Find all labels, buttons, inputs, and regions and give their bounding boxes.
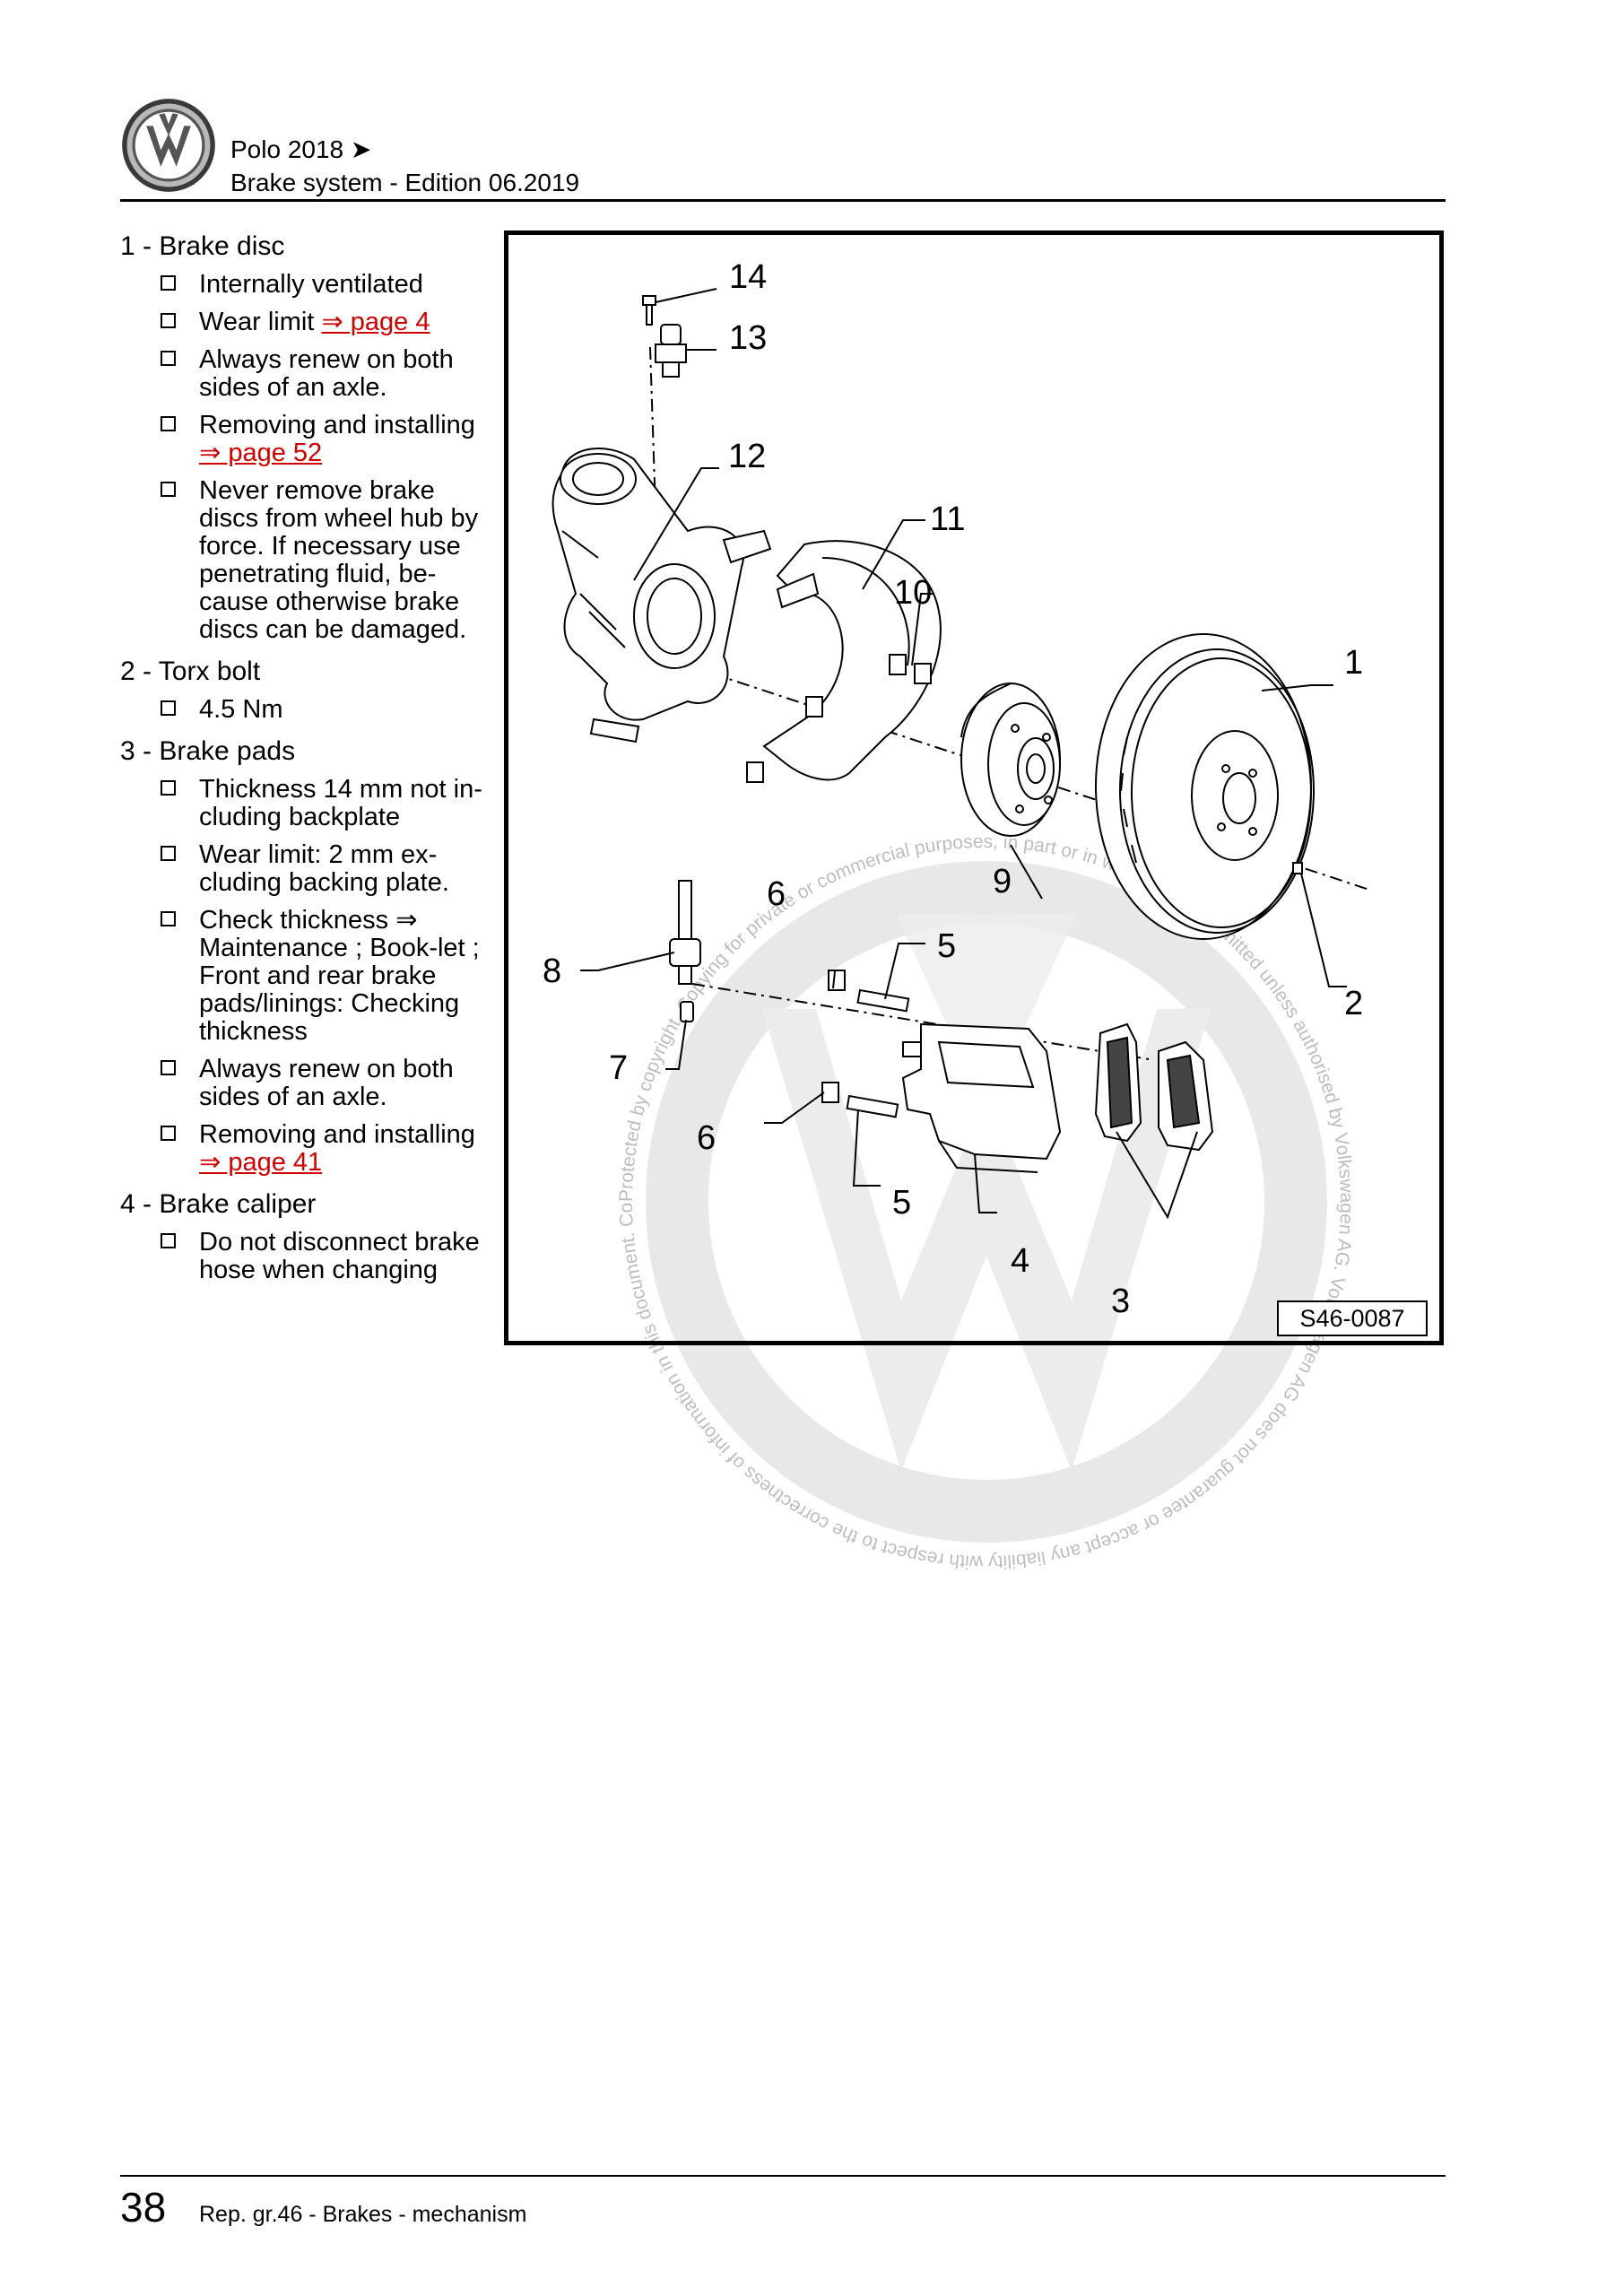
callout-5: 5 [937,927,957,965]
footer-rule [120,2175,1446,2177]
section-title: 1 - Brake disc [120,231,285,261]
checkbox-icon [161,1233,176,1248]
checkbox-icon [161,1060,176,1075]
exploded-view-figure: 14 13 12 11 10 1 9 6 5 8 7 6 5 4 3 2 [504,230,1444,1345]
callout-8: 8 [543,952,562,990]
list-item: Check thickness ⇒ Maintenance ; Book-let… [120,907,497,1046]
section-title: 3 - Brake pads [120,736,296,766]
callout-13: 13 [729,319,768,357]
page-number: 38 [120,2184,167,2231]
vw-logo [122,99,215,192]
list-item: Thickness 14 mm not in-cluding backplate [120,776,497,831]
callout-5b: 5 [892,1184,912,1222]
header-title: Polo 2018 ➤ [230,135,372,163]
checkbox-icon [161,482,176,497]
checkbox-icon [161,1126,176,1141]
callout-6b: 6 [697,1119,716,1157]
checkbox-icon [161,700,176,716]
section-title: 2 - Torx bolt [120,657,261,686]
checkbox-icon [161,846,176,861]
part-torx-bolt-2 [1292,862,1303,874]
checkbox-icon [161,780,176,796]
footer-chapter: Rep. gr.46 - Brakes - mechanism [199,2202,527,2227]
list-item: Internally ventilated [120,271,497,299]
page-link[interactable]: ⇒ page 52 [199,439,323,467]
exploded-view-drawing [551,288,1370,1220]
section-items: Do not disconnect brake hose when changi… [120,1229,497,1284]
part-wheel-hub-9 [960,683,1061,837]
part-brake-pads-3 [1094,1022,1214,1152]
checkbox-icon [161,911,176,926]
section-title: 4 - Brake caliper [120,1189,317,1219]
list-item: 4.5 Nm [120,696,497,724]
part-guide-pin-5 [846,988,910,1118]
checkbox-icon [161,416,176,431]
part-screw-14 [642,295,656,326]
section-items: Internally ventilated Wear limit ⇒ page … [120,271,497,644]
part-splash-plate-11 [762,540,942,781]
list-item: Removing and installing⇒ page 52 [120,412,497,467]
part-bleed-valve-8 [669,880,701,985]
figure-code: S46-0087 [1277,1300,1428,1336]
part-dust-cap-7 [680,1001,694,1022]
list-item: Removing and installing⇒ page 41 [120,1121,497,1177]
callout-3: 3 [1111,1283,1131,1320]
checkbox-icon [161,275,176,291]
header-rule [120,199,1446,202]
page-link[interactable]: ⇒ page 4 [321,308,430,336]
part-steering-knuckle-12 [551,448,772,744]
part-bolt-10 [746,654,932,783]
checkbox-icon [161,351,176,366]
callout-14: 14 [729,258,768,296]
parts-list: 1 - Brake disc Internally ventilated Wea… [120,231,497,1297]
callout-2: 2 [1344,985,1364,1022]
list-item: Always renew on both sides of an axle. [120,1056,497,1111]
callout-12: 12 [728,438,767,475]
callout-4: 4 [1011,1242,1030,1280]
callout-1: 1 [1344,644,1364,682]
part-sensor-13 [655,324,687,378]
list-item: Do not disconnect brake hose when changi… [120,1229,497,1284]
part-brake-caliper-4 [901,1022,1062,1173]
list-item: Wear limit: 2 mm ex-cluding backing plat… [120,841,497,897]
section-items: Thickness 14 mm not in-cluding backplate… [120,776,497,1177]
callout-9: 9 [993,863,1012,900]
part-guide-bolt-6 [821,970,846,1103]
checkbox-icon [161,313,176,328]
list-item: Never remove brake discs from wheel hub … [120,477,497,644]
part-brake-disc-1 [1095,633,1315,940]
list-item: Wear limit ⇒ page 4 [120,309,497,336]
list-item: Always renew on both sides of an axle. [120,346,497,402]
callout-6: 6 [767,875,786,913]
callout-7: 7 [609,1049,629,1087]
callout-10: 10 [894,574,933,612]
callout-11: 11 [930,500,966,538]
page-link[interactable]: ⇒ page 41 [199,1148,323,1177]
header-subtitle: Brake system - Edition 06.2019 [230,169,580,196]
section-items: 4.5 Nm [120,696,497,724]
